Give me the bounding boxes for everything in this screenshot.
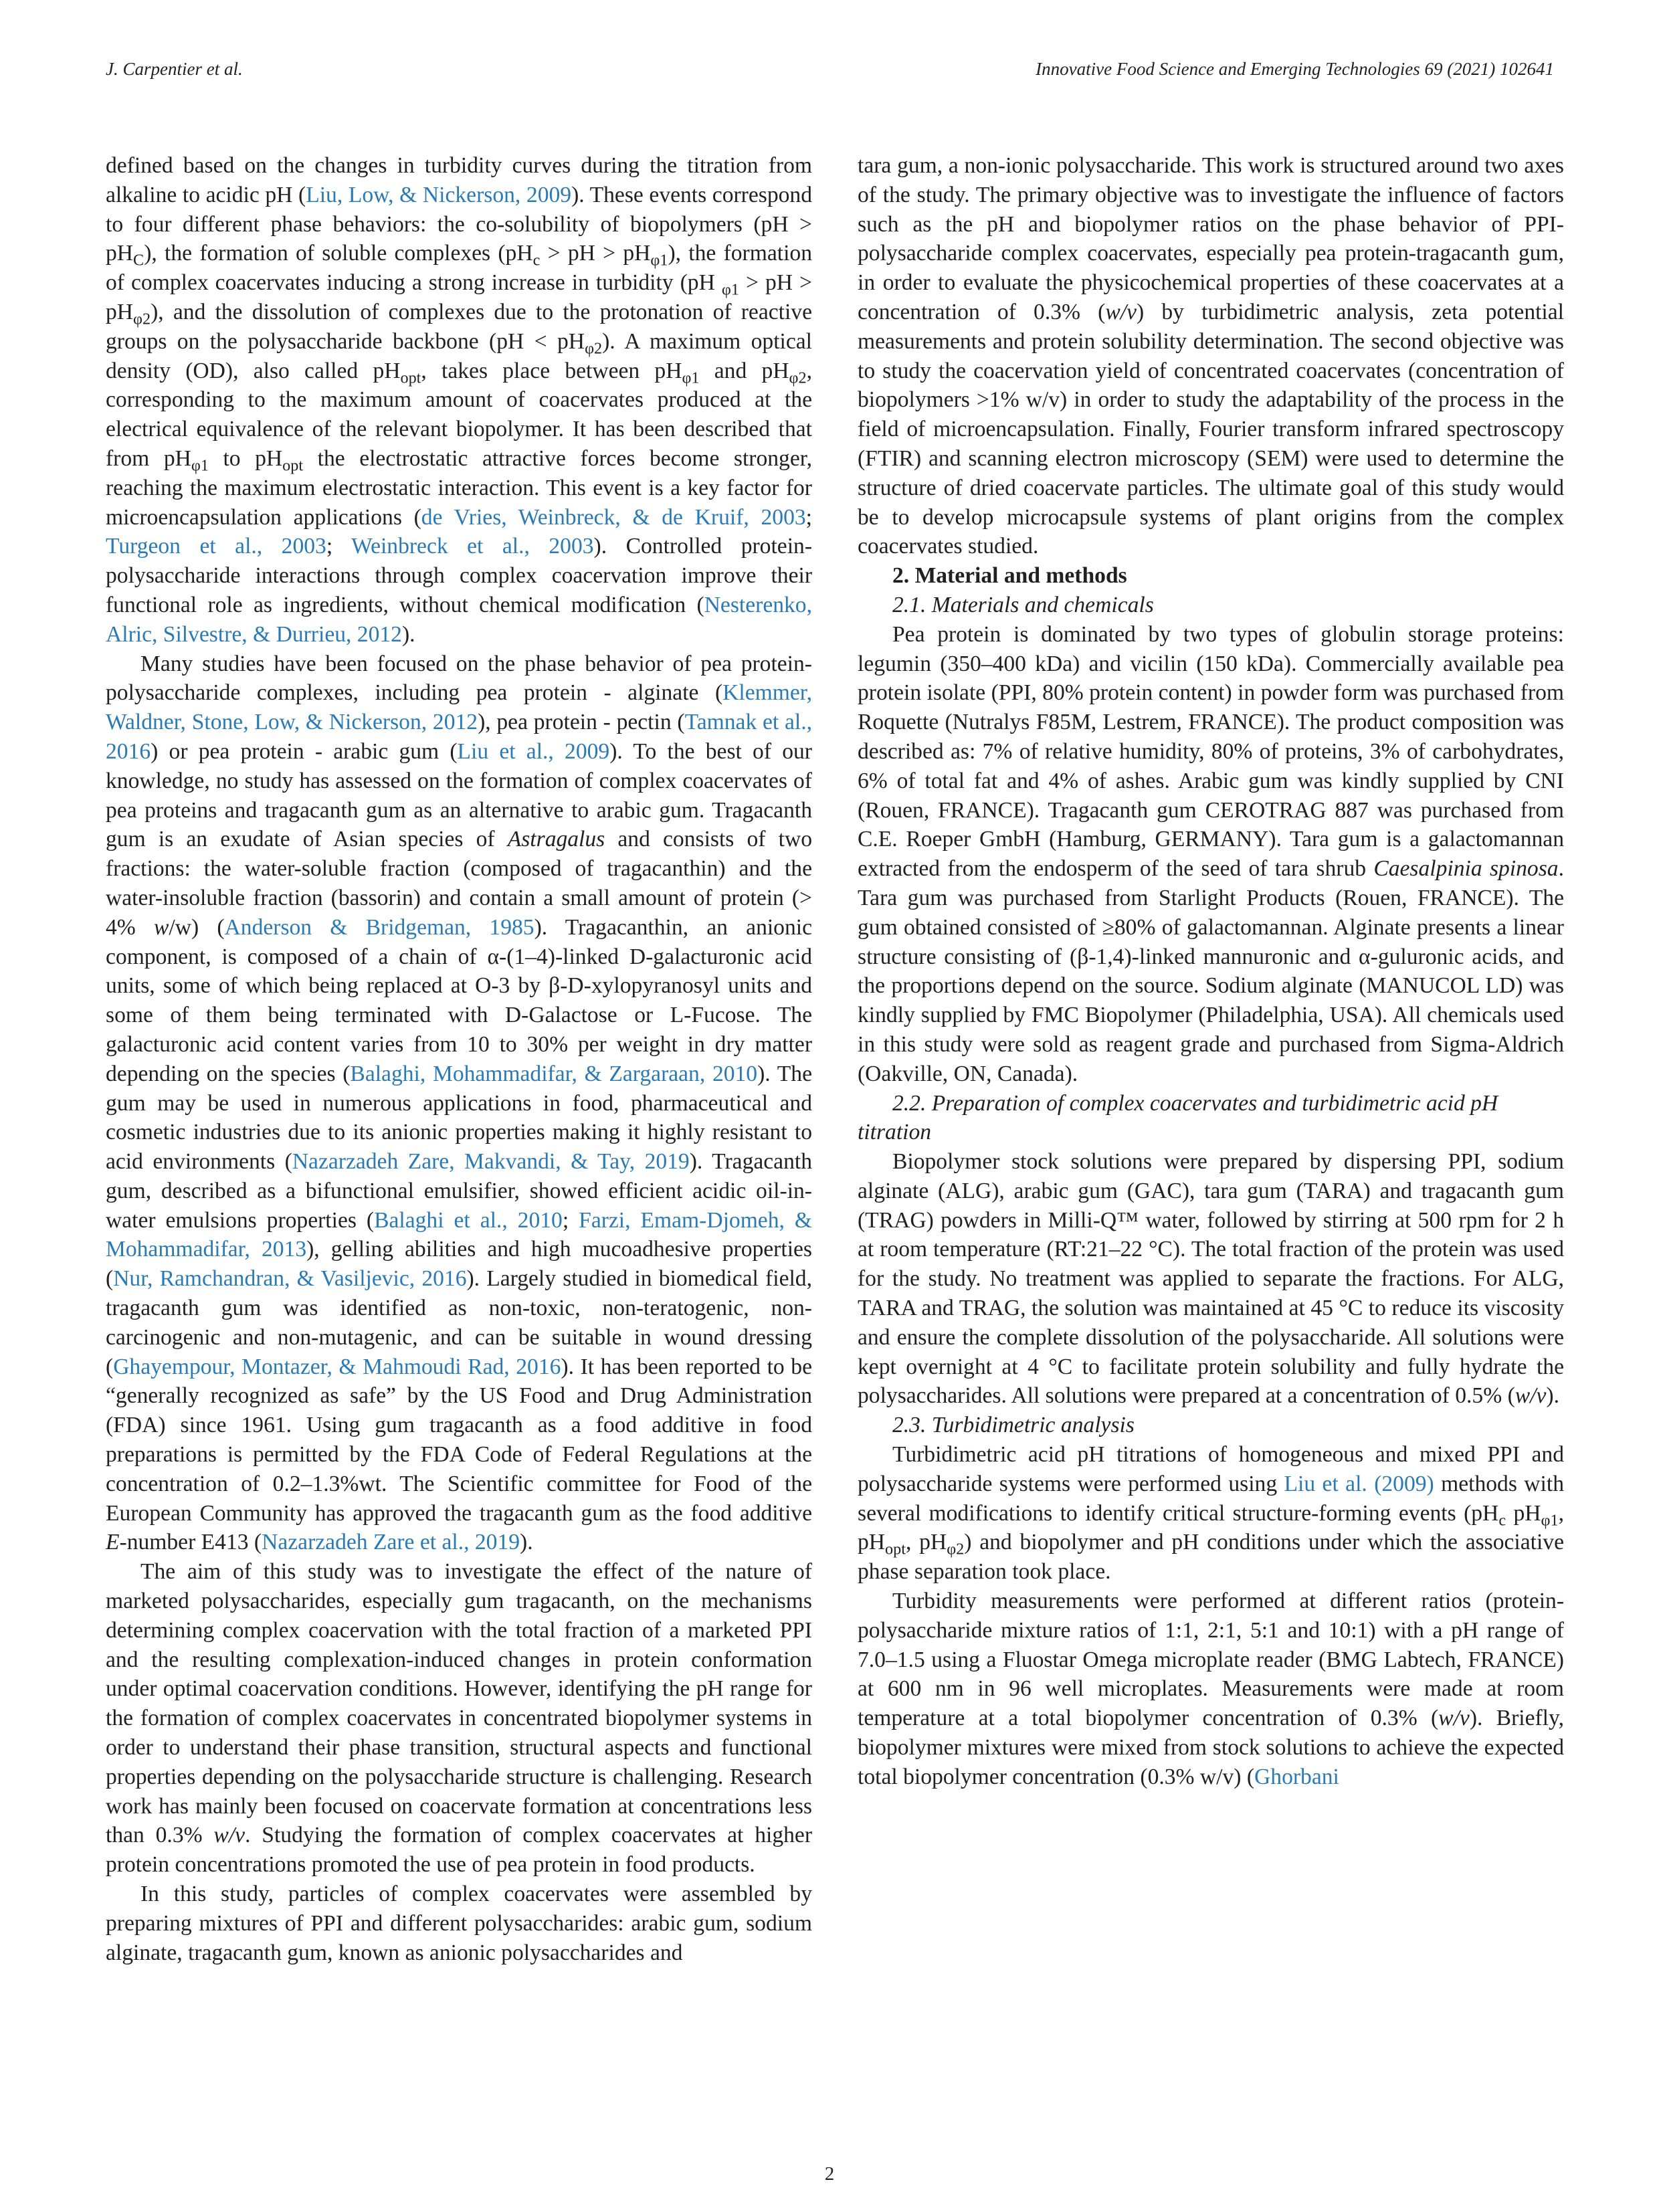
citation-link[interactable]: Nazarzadeh Zare, Makvandi, & Tay, 2019 <box>292 1149 690 1175</box>
subsection-heading: 2.3. Turbidimetric analysis <box>892 1413 1135 1438</box>
paragraph: defined based on the changes in turbidit… <box>106 153 812 647</box>
paragraph: Many studies have been focused on the ph… <box>106 651 813 1555</box>
paragraph: Biopolymer stock solutions were prepared… <box>858 1149 1564 1409</box>
page-number: 2 <box>824 2163 835 2185</box>
citation-link[interactable]: Ghayempour, Montazer, & Mahmoudi Rad, 20… <box>113 1354 561 1379</box>
paragraph: The aim of this study was to investigate… <box>106 1559 812 1878</box>
citation-link[interactable]: Liu, Low, & Nickerson, 2009 <box>306 182 572 207</box>
subsection-heading: 2.2. Preparation of complex coacervates … <box>858 1090 1498 1145</box>
citation-link[interactable]: Balaghi et al., 2010 <box>374 1207 563 1233</box>
citation-link[interactable]: Nesterenko, Alric, Silvestre, & Durrieu,… <box>106 592 812 647</box>
citation-link[interactable]: Anderson & Bridgeman, 1985 <box>224 914 534 940</box>
paragraph: tara gum, a non-ionic polysaccharide. Th… <box>858 153 1564 559</box>
citation-link[interactable]: de Vries, Weinbreck, & de Kruif, 2003 <box>421 504 806 530</box>
citation-link[interactable]: Weinbreck et al., 2003 <box>351 534 594 559</box>
citation-link[interactable]: Ghorbani <box>1254 1764 1339 1789</box>
paragraph: Turbidimetric acid pH titrations of homo… <box>858 1442 1565 1585</box>
citation-link[interactable]: Liu et al. (2009) <box>1284 1471 1434 1496</box>
paragraph: Turbidity measurements were performed at… <box>858 1589 1565 1789</box>
citation-link[interactable]: Balaghi, Mohammadifar, & Zargaraan, 2010 <box>350 1061 758 1086</box>
running-header-authors: J. Carpentier et al. <box>106 59 243 79</box>
citation-link[interactable]: Nur, Ramchandran, & Vasiljevic, 2016 <box>113 1266 467 1292</box>
left-column: defined based on the changes in turbidit… <box>106 151 812 1967</box>
citation-link[interactable]: Turgeon et al., 2003 <box>106 534 326 559</box>
subsection-heading: 2.1. Materials and chemicals <box>892 592 1154 617</box>
citation-link[interactable]: Nazarzadeh Zare et al., 2019 <box>262 1530 520 1555</box>
paragraph: In this study, particles of complex coac… <box>106 1882 812 1965</box>
right-column: tara gum, a non-ionic polysaccharide. Th… <box>858 151 1564 1792</box>
citation-link[interactable]: Farzi, Emam-Djomeh, & Mohammadifar, 2013 <box>106 1207 812 1262</box>
citation-link[interactable]: Tamnak et al., 2016 <box>106 710 813 764</box>
paragraph: Pea protein is dominated by two types of… <box>858 621 1564 1086</box>
citation-link[interactable]: Klemmer, Waldner, Stone, Low, & Nickerso… <box>106 680 812 735</box>
section-heading: 2. Material and methods <box>892 563 1127 589</box>
citation-link[interactable]: Liu et al., 2009 <box>457 738 610 764</box>
running-header-journal: Innovative Food Science and Emerging Tec… <box>1036 59 1554 79</box>
